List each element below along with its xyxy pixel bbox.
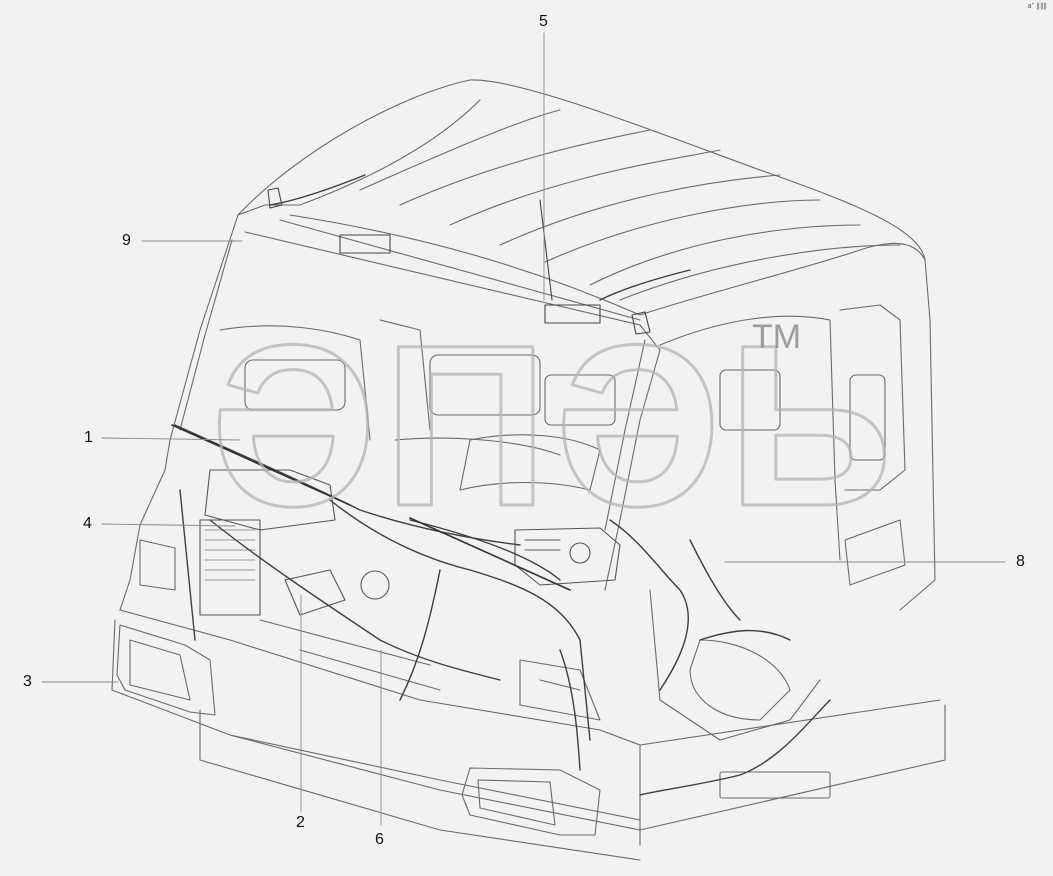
wiring-harness — [174, 174, 831, 796]
cab-interior — [219, 319, 821, 741]
wiper-arms — [171, 424, 571, 591]
corner-mark: a″ ∥∥∥ — [1027, 2, 1047, 10]
windshield-frame — [164, 214, 661, 591]
callout-4: 4 — [83, 515, 92, 532]
callout-6: 6 — [375, 831, 384, 848]
door-opening — [659, 304, 936, 611]
hvac-unit — [199, 469, 390, 616]
cab-front-body — [111, 469, 946, 861]
callout-2: 2 — [296, 814, 305, 831]
callout-8: 8 — [1016, 553, 1025, 570]
cab-roof — [237, 79, 931, 321]
callout-1: 1 — [84, 429, 93, 446]
leader-lines — [41, 32, 1006, 826]
headlamp-right — [461, 767, 601, 836]
watermark-trademark: TM — [752, 318, 801, 356]
watermark-text: ӘПӘЬ — [210, 297, 899, 554]
callout-3: 3 — [23, 673, 32, 690]
callout-5: 5 — [539, 13, 548, 30]
watermark: ӘПӘЬ — [209, 296, 899, 556]
headlamp-left — [116, 624, 216, 716]
callout-9: 9 — [122, 232, 131, 249]
roof-components — [267, 187, 651, 335]
